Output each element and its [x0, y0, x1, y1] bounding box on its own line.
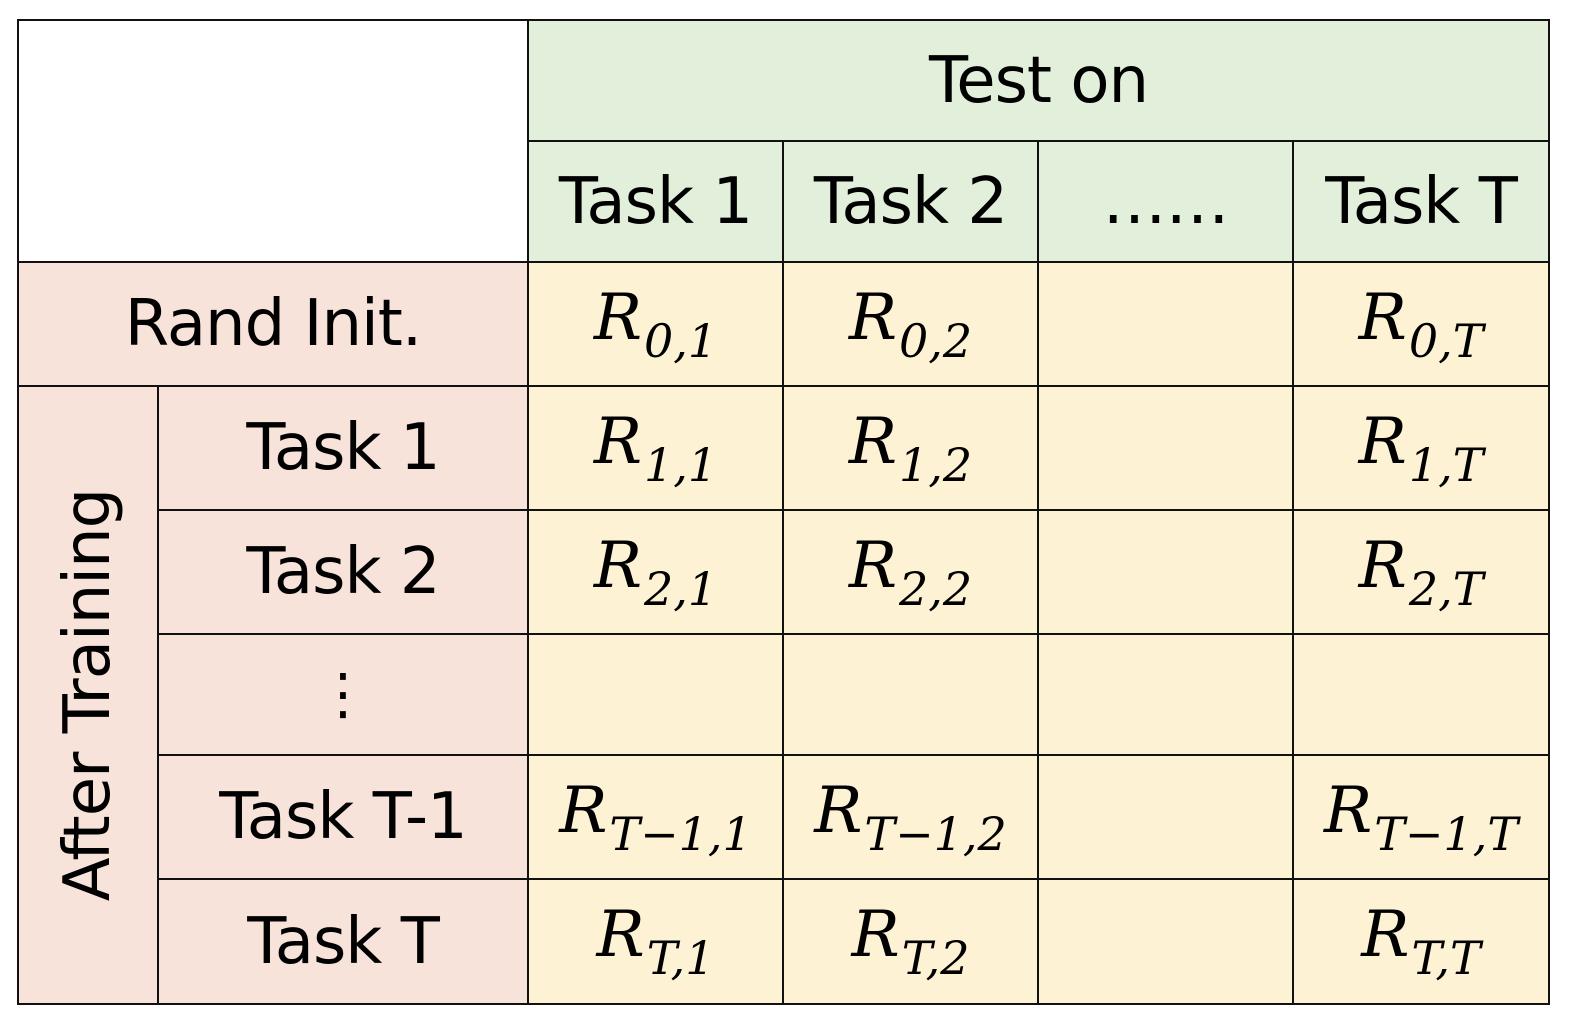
result-base: R	[593, 404, 643, 479]
result-subscript: T,2	[901, 931, 970, 985]
result-cell: RT−1,1	[527, 754, 784, 880]
result-cell: R0,1	[527, 261, 784, 387]
result-base: R	[1361, 898, 1410, 972]
row-header-task-1: Task 1	[157, 385, 529, 511]
result-subscript: 1,1	[644, 437, 718, 492]
result-subscript: T−1,T	[1374, 806, 1518, 861]
result-cell: R0,2	[782, 261, 1039, 387]
result-subscript: 0,2	[899, 313, 973, 368]
result-cell: R2,T	[1291, 509, 1551, 635]
result-cell: R2,1	[527, 509, 784, 635]
result-subscript: 0,T	[1408, 313, 1484, 368]
column-header-task-1: Task 1	[527, 140, 784, 263]
corner-cell	[17, 19, 529, 263]
result-base: R	[848, 404, 898, 479]
result-cell	[1037, 633, 1294, 756]
result-cell	[527, 633, 784, 756]
result-base: R	[1358, 280, 1407, 355]
result-subscript: 2,2	[899, 561, 973, 616]
result-base: R	[1324, 773, 1373, 848]
results-matrix: Test on Task 1 Task 2 …… Task T Rand Ini…	[17, 19, 1551, 1005]
result-subscript: T−1,2	[864, 806, 1007, 861]
result-subscript: 1,T	[1408, 437, 1484, 492]
result-cell: R2,2	[782, 509, 1039, 635]
row-header-vertical-ellipsis: ⋮	[157, 633, 529, 756]
result-base: R	[1358, 404, 1407, 479]
row-header-task-t-minus-1: Task T-1	[157, 754, 529, 880]
result-subscript: 1,2	[899, 437, 973, 492]
result-cell: R1,1	[527, 385, 784, 511]
result-cell: R0,T	[1291, 261, 1551, 387]
result-cell: RT,1	[527, 878, 784, 1005]
result-subscript: 2,1	[644, 561, 718, 616]
result-base: R	[1358, 528, 1407, 603]
test-on-header: Test on	[526, 19, 1551, 142]
result-cell: RT−1,T	[1291, 754, 1551, 880]
row-header-task-t: Task T	[157, 878, 529, 1005]
result-subscript: T,1	[646, 931, 715, 985]
result-cell: R1,2	[782, 385, 1039, 511]
result-subscript: 2,T	[1408, 561, 1484, 616]
result-subscript: T,T	[1411, 931, 1481, 985]
column-header-task-t: Task T	[1291, 140, 1551, 263]
after-training-label: After Training	[51, 488, 125, 902]
row-group-after-training: After Training	[17, 385, 159, 1005]
result-subscript: 0,1	[644, 313, 718, 368]
result-cell	[1037, 385, 1294, 511]
row-header-rand-init: Rand Init.	[17, 261, 529, 387]
result-base: R	[851, 898, 900, 972]
result-base: R	[593, 528, 643, 603]
result-base: R	[559, 773, 608, 848]
result-cell: RT,T	[1291, 878, 1551, 1005]
result-cell	[1037, 754, 1294, 880]
result-cell	[1037, 261, 1294, 387]
result-cell: RT,2	[782, 878, 1039, 1005]
result-base: R	[848, 280, 898, 355]
result-cell	[1037, 878, 1294, 1005]
result-cell	[1291, 633, 1551, 756]
result-cell: RT−1,2	[782, 754, 1039, 880]
result-cell	[1037, 509, 1294, 635]
result-subscript: T−1,1	[609, 806, 752, 861]
result-base: R	[596, 898, 645, 972]
result-base: R	[814, 773, 863, 848]
row-header-task-2: Task 2	[157, 509, 529, 635]
result-base: R	[848, 528, 898, 603]
column-header-task-2: Task 2	[782, 140, 1039, 263]
column-header-ellipsis: ……	[1037, 140, 1294, 263]
result-cell	[782, 633, 1039, 756]
result-cell: R1,T	[1291, 385, 1551, 511]
result-base: R	[593, 280, 643, 355]
